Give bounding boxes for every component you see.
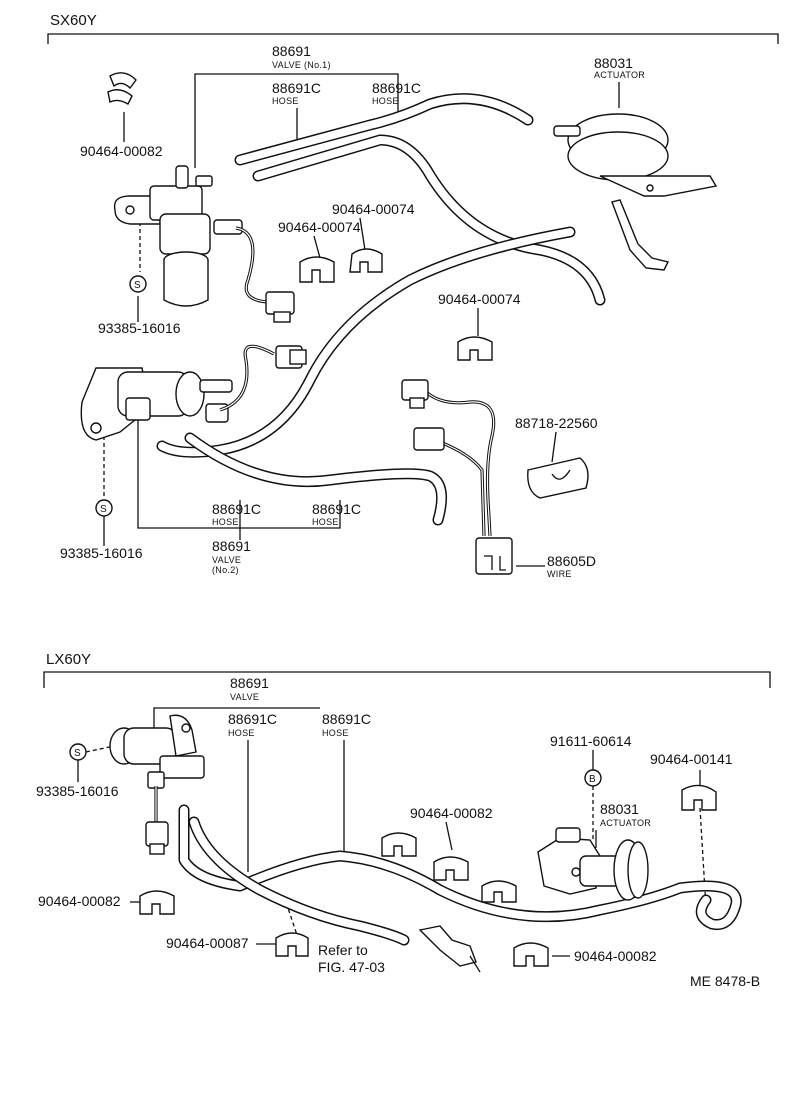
hose-lx-lower [188,816,410,946]
clip-90464-00082-lx-a [381,832,417,857]
label-bolt-93385-16016-top: 93385-16016 [98,320,181,336]
svg-text:HOSE: HOSE [322,728,349,738]
label-hose-sx-d: 88691C HOSE [312,501,361,527]
label-clip-90464-00082-lx-b: 90464-00082 [38,893,121,909]
svg-text:HOSE: HOSE [212,517,239,527]
svg-text:B: B [589,774,596,785]
label-bolt-93385-16016-lx: 93385-16016 [36,783,119,799]
label-valve-no1: 88691 VALVE (No.1) [272,43,331,70]
label-actuator-lx: 88031 ACTUATOR [600,801,651,828]
svg-text:88691: 88691 [230,675,269,691]
label-actuator-sx: 88031 ACTUATOR [594,55,645,80]
label-valve-lx: 88691 VALVE [230,675,269,702]
wire-sx-top [235,226,269,304]
label-clip-90464-00082-lx-c: 90464-00082 [574,948,657,964]
s-marker-lx: S [69,743,87,761]
svg-text:FIG. 47-03: FIG. 47-03 [318,959,385,975]
label-hose-sx-a: 88691C HOSE [272,80,321,106]
label-hose-sx-c: 88691C HOSE [212,501,261,527]
label-clip-90464-00074-a: 90464-00074 [332,201,415,217]
label-hose-lx-a: 88691C HOSE [228,711,277,738]
svg-text:(No.2): (No.2) [212,565,239,575]
svg-text:88031: 88031 [600,801,639,817]
label-wire-88605d: 88605D WIRE [547,553,596,579]
clamp-88718-22560 [527,457,589,499]
label-clip-90464-00087: 90464-00087 [166,935,249,951]
refer-to-fig-47-03: Refer to FIG. 47-03 [318,942,385,975]
valve-lx [109,714,205,789]
clip-90464-00141 [681,784,717,811]
section-bracket-sx60y [47,33,779,44]
svg-text:88031: 88031 [594,55,633,71]
wire-sx-mid [219,344,275,412]
clip-90464-00082-lx-e [481,880,517,903]
svg-text:Refer to: Refer to [318,942,368,958]
label-clip-90464-00082-lx-a: 90464-00082 [410,805,493,821]
label-clip-90464-00082-sx: 90464-00082 [80,143,163,159]
svg-text:HOSE: HOSE [372,96,399,106]
clip-90464-00082-lx-c [513,942,549,967]
connector-sx-1 [265,291,295,323]
svg-text:VALVE: VALVE [230,692,259,702]
svg-text:HOSE: HOSE [228,728,255,738]
clip-90464-00074-c [457,336,493,361]
hose-sx-main-long [234,93,606,306]
actuator-lx [537,827,649,901]
label-hose-sx-b: 88691C HOSE [372,80,421,106]
connector-lx [145,786,169,855]
label-bolt-93385-16016-bottom: 93385-16016 [60,545,143,561]
clip-90464-00074-a [349,248,383,273]
label-clip-90464-00074-b: 90464-00074 [278,219,361,235]
clip-90464-00087 [275,932,309,957]
svg-text:88691C: 88691C [322,711,371,727]
label-valve-no2: 88691 VALVE (No.2) [212,538,251,575]
svg-text:88691C: 88691C [212,501,261,517]
svg-text:HOSE: HOSE [272,96,299,106]
pipe-fitting-lx [418,925,481,973]
s-marker-top: S [129,275,147,293]
svg-text:VALVE (No.1): VALVE (No.1) [272,60,331,70]
clip-90464-00082-lx-b [139,890,175,915]
svg-text:88605D: 88605D [547,553,596,569]
label-clip-90464-00074-c: 90464-00074 [438,291,521,307]
svg-text:88691: 88691 [272,43,311,59]
b-marker-lx: B [584,769,602,787]
s-marker-bottom: S [95,499,113,517]
label-clamp-88718-22560: 88718-22560 [515,415,598,431]
svg-text:S: S [74,748,81,759]
svg-text:88691C: 88691C [272,80,321,96]
label-clip-90464-00141: 90464-00141 [650,751,733,767]
document-code: ME 8478-B [690,973,760,989]
section-title-sx60y: SX60Y [50,12,97,29]
svg-text:88691C: 88691C [228,711,277,727]
actuator-sx [553,113,718,271]
label-hose-lx-b: 88691C HOSE [322,711,371,738]
hose-sx-cross [156,226,576,458]
clip-90464-00082-sx [107,72,137,105]
section-bracket-lx60y [43,671,771,688]
svg-text:88691C: 88691C [312,501,361,517]
svg-text:S: S [100,504,107,515]
svg-text:88691C: 88691C [372,80,421,96]
leader-lines-sx [103,73,620,567]
connector-sx-2 [275,345,307,369]
valve-no1 [113,165,243,307]
section-title-lx60y: LX60Y [46,651,91,668]
svg-text:VALVE: VALVE [212,555,241,565]
hose-lx-main [178,804,742,931]
svg-text:ACTUATOR: ACTUATOR [600,818,651,828]
clip-90464-00074-b [299,256,335,283]
wire-harness-88605d [401,379,513,575]
svg-text:ACTUATOR: ACTUATOR [594,70,645,80]
clip-90464-00082-lx-d [433,856,469,881]
hose-sx-lower [184,432,448,526]
label-screw-91611-60614: 91611-60614 [550,733,632,749]
svg-text:WIRE: WIRE [547,569,572,579]
svg-text:S: S [134,280,141,291]
svg-text:HOSE: HOSE [312,517,339,527]
valve-no2 [80,367,233,441]
svg-text:88691: 88691 [212,538,251,554]
